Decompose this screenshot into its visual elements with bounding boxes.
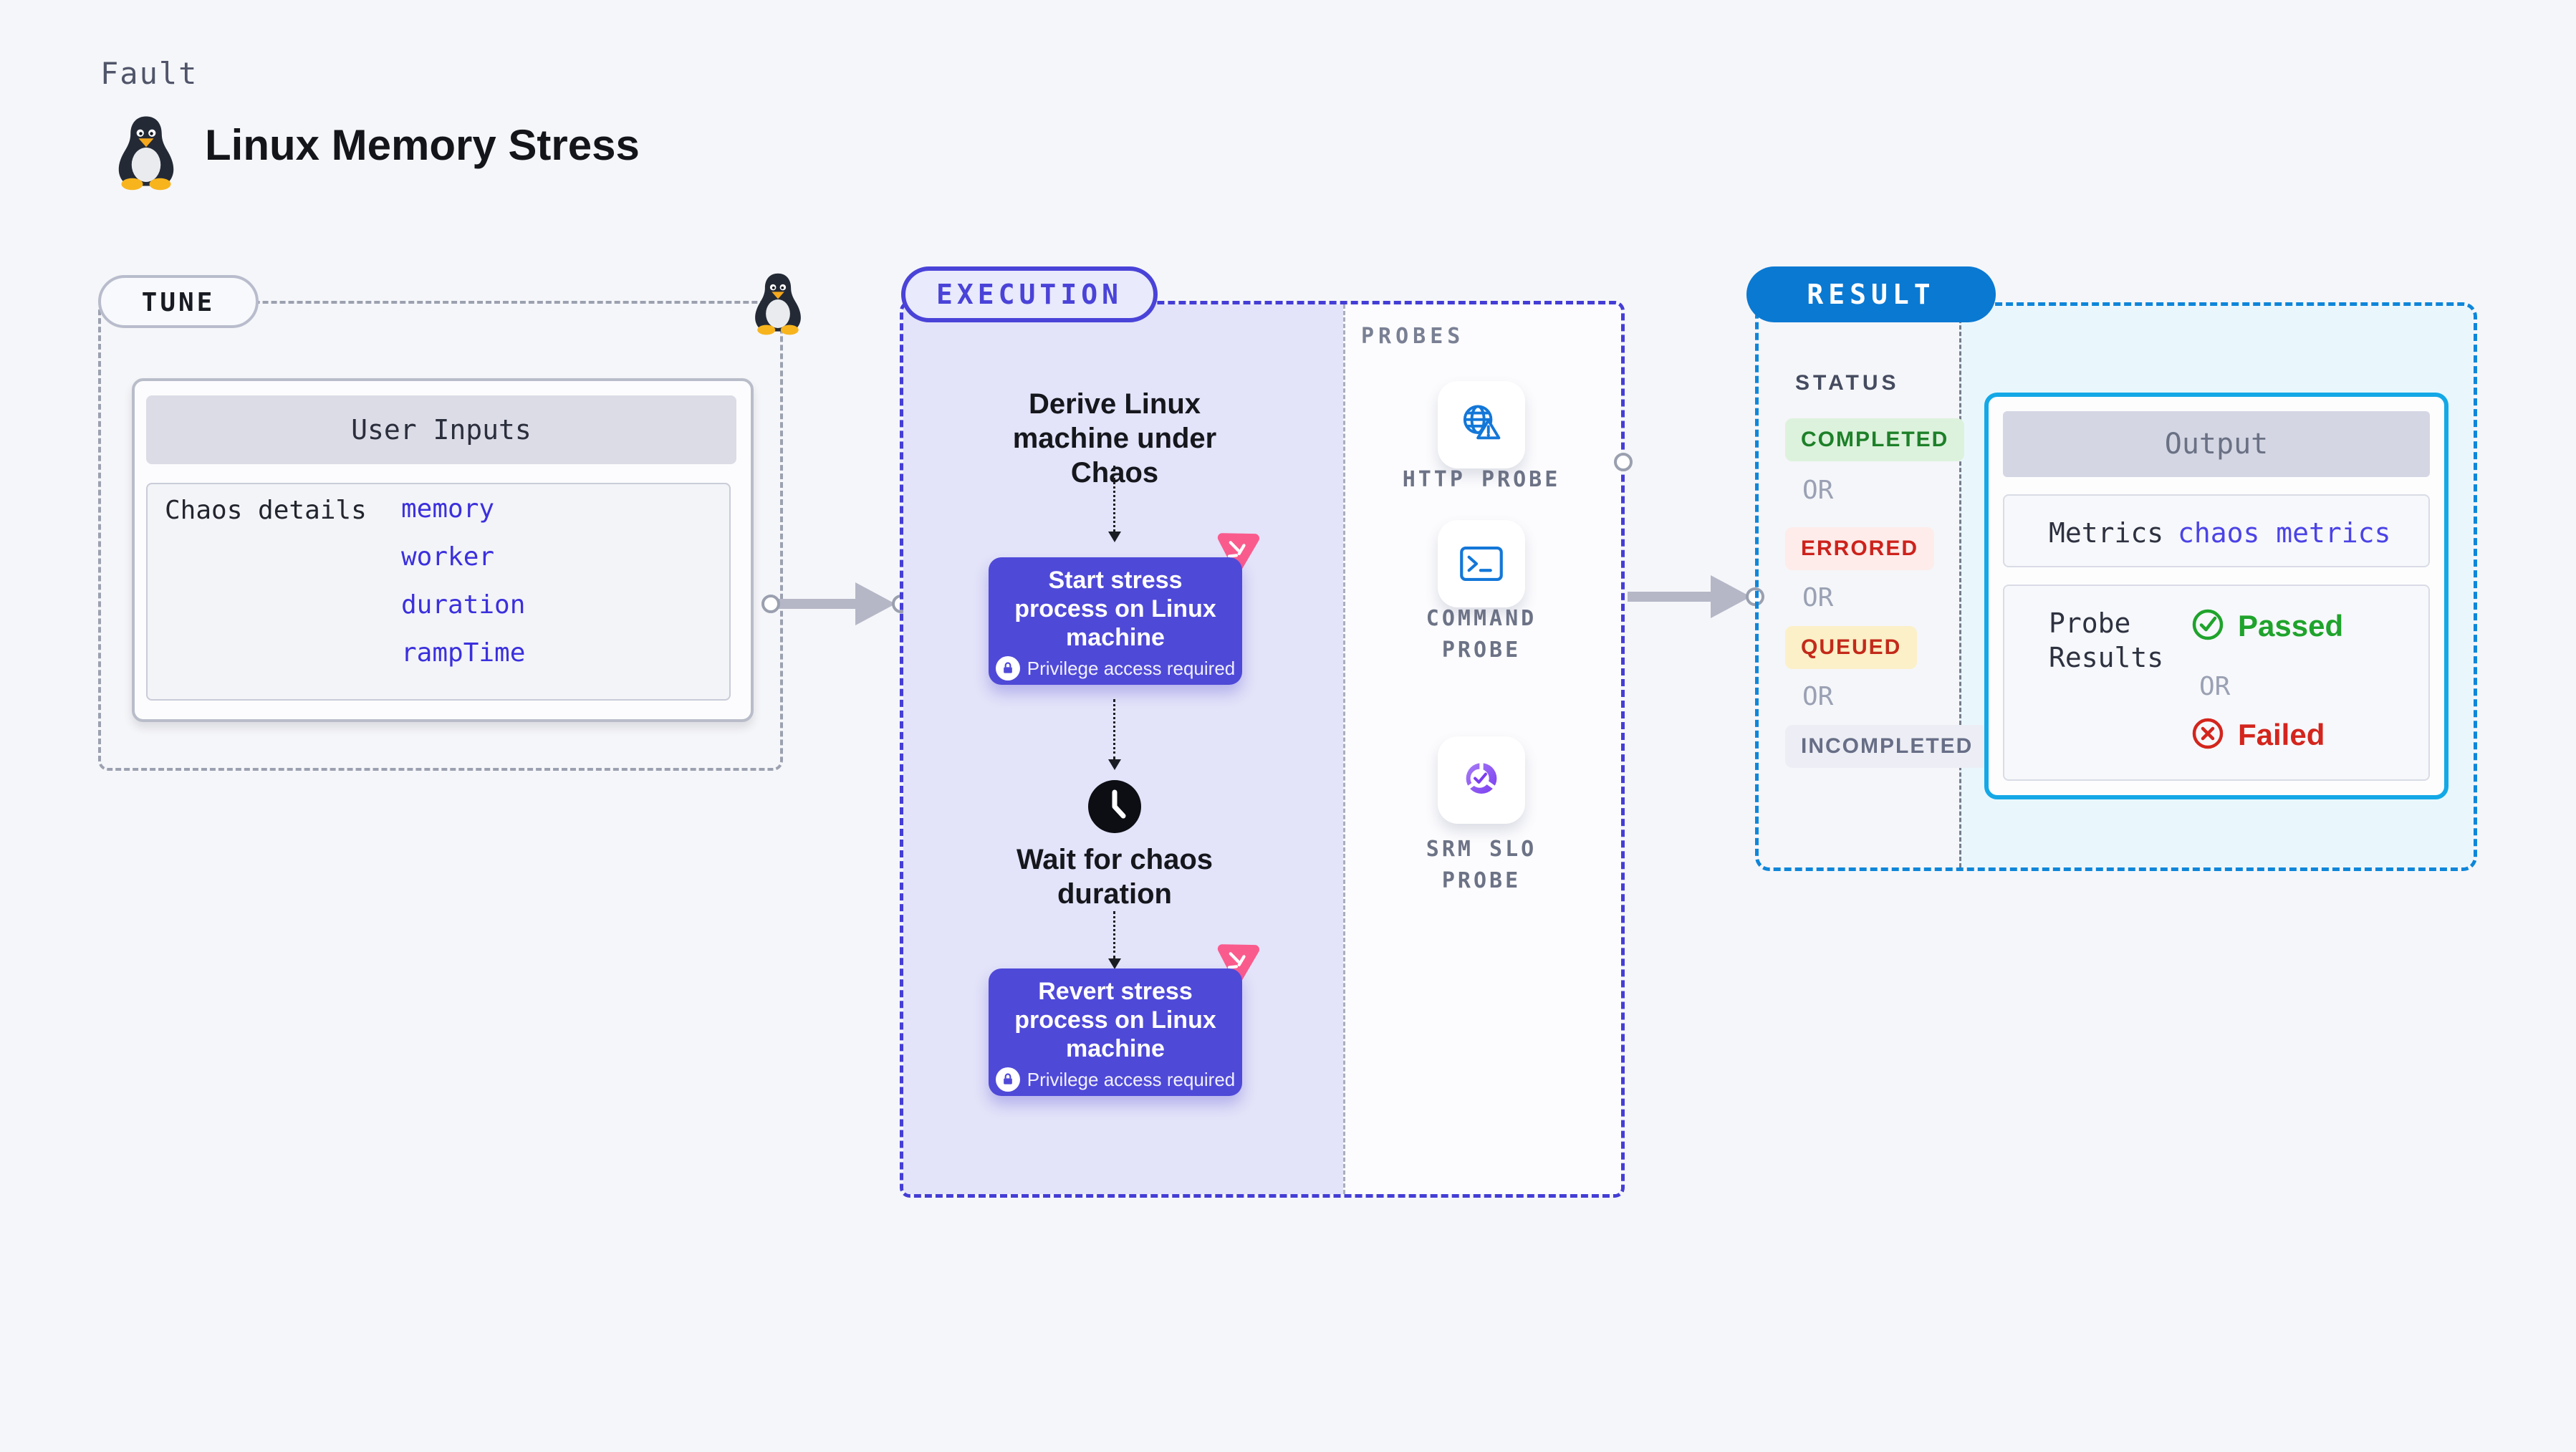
user-inputs-header: User Inputs <box>146 395 736 464</box>
connector-dot <box>761 595 780 613</box>
execution-section-pill: EXECUTION <box>901 266 1158 322</box>
dotted-connector <box>1113 911 1115 958</box>
lock-icon <box>995 656 1020 681</box>
or-label: OR <box>2199 672 2231 701</box>
arrow-execution-to-result <box>1628 592 1711 602</box>
x-circle-icon <box>2192 718 2224 749</box>
status-badge-queued: QUEUED <box>1785 626 1918 669</box>
privilege-badge: Privilege access required <box>1027 657 1236 679</box>
param-ramptime: rampTime <box>401 638 526 668</box>
arrow-tune-to-execution <box>775 599 855 609</box>
arrow-tune-to-execution-head <box>855 582 895 625</box>
lock-icon <box>995 1067 1020 1092</box>
failed-label: Failed <box>2238 718 2325 751</box>
chaos-fan-icon <box>1217 533 1260 572</box>
connector-dot <box>1614 453 1633 471</box>
dotted-connector-head <box>1108 532 1121 542</box>
execution-probes-divider <box>1343 304 1345 1194</box>
globe-alert-icon <box>1463 405 1501 440</box>
revert-stress-step: Revert stress process on Linux machine P… <box>989 968 1242 1096</box>
arrow-execution-to-result-head <box>1711 575 1751 618</box>
clock-icon <box>1087 779 1142 834</box>
status-badge-incompleted: INCOMPLETED <box>1785 725 1989 768</box>
param-duration: duration <box>401 590 526 620</box>
probe-results-row <box>2003 585 2430 781</box>
tune-section-pill: TUNE <box>98 275 259 328</box>
dotted-connector-head <box>1108 958 1121 969</box>
probes-heading: PROBES <box>1361 324 1465 349</box>
chaos-fan-icon <box>1217 944 1260 984</box>
result-section-pill: RESULT <box>1746 266 1996 322</box>
linux-tux-icon <box>755 273 801 335</box>
or-label: OR <box>1802 682 1834 711</box>
fault-kind-label: Fault <box>100 56 198 91</box>
start-stress-step: Start stress process on Linux machine Pr… <box>989 557 1242 685</box>
param-memory: memory <box>401 494 495 524</box>
status-badge-completed: COMPLETED <box>1785 418 1965 461</box>
pie-check-icon <box>1466 761 1497 794</box>
output-card-header: Output <box>2003 411 2430 477</box>
or-label: OR <box>1802 476 1834 505</box>
status-output-divider <box>1959 306 1961 867</box>
chaos-details-row <box>146 483 731 701</box>
terminal-icon <box>1460 546 1503 582</box>
passed-label: Passed <box>2238 609 2344 643</box>
chaos-details-label: Chaos details <box>165 496 367 525</box>
command-probe-tile <box>1438 520 1525 607</box>
tune-section-frame <box>98 301 783 771</box>
check-circle-icon <box>2192 609 2224 640</box>
revert-stress-title: Revert stress process on Linux machine <box>1014 978 1216 1062</box>
dotted-connector <box>1113 699 1115 759</box>
metrics-value: chaos metrics <box>2178 517 2391 549</box>
privilege-badge: Privilege access required <box>1027 1068 1236 1090</box>
param-worker: worker <box>401 542 495 572</box>
dotted-connector-head <box>1108 759 1121 770</box>
http-probe-tile <box>1438 381 1525 468</box>
or-label: OR <box>1802 583 1834 612</box>
metrics-row <box>2003 494 2430 567</box>
wait-step-text: Wait for chaos duration <box>1016 844 1213 910</box>
srm-slo-probe-label: SRM SLO PROBE <box>1426 837 1537 893</box>
linux-tux-icon <box>118 116 174 191</box>
srm-slo-probe-tile <box>1438 736 1525 824</box>
probe-results-label: Probe Results <box>2049 607 2164 673</box>
status-heading: STATUS <box>1795 371 1900 395</box>
http-probe-label: HTTP PROBE <box>1402 467 1561 492</box>
command-probe-label: COMMAND PROBE <box>1426 606 1537 663</box>
status-badge-errored: ERRORED <box>1785 527 1935 570</box>
metrics-label: Metrics <box>2049 517 2164 549</box>
start-stress-title: Start stress process on Linux machine <box>1014 567 1216 651</box>
page-title: Linux Memory Stress <box>205 121 640 169</box>
dotted-connector <box>1113 466 1115 532</box>
